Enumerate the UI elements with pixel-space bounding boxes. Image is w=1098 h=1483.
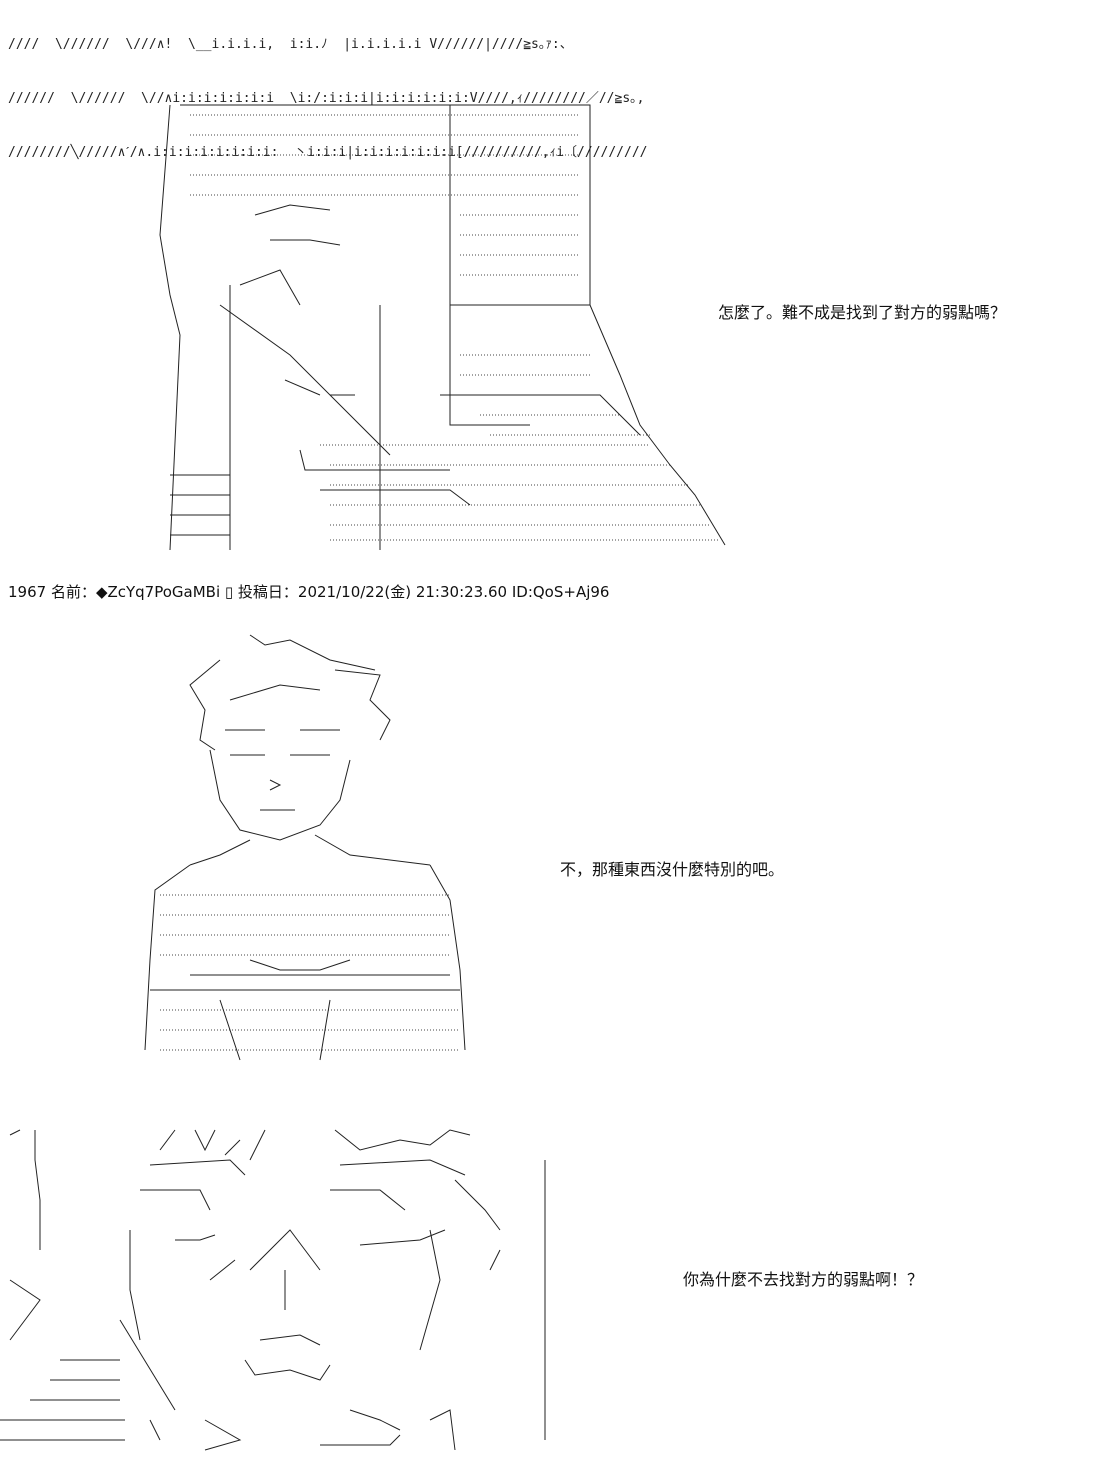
ascii-art-character-profile (150, 95, 740, 550)
ascii-art-line: ////////╲/////∧ˊ/∧.i:i:i:i:i:i:i:i: 丶i:i… (8, 145, 648, 160)
ascii-art-character-front (130, 630, 480, 1065)
post-1: 怎麼了。難不成是找到了對方的弱點嗎？ (0, 95, 1098, 555)
ascii-art-line: ////// \////// \//∧i:i:i:i:i:i:i \i:/:i:… (8, 91, 645, 106)
speech-text: 不，那種東西沒什麼特別的吧。 (560, 860, 785, 879)
ascii-art-top-fragment: //// \////// \///∧! \__i.i.i.i, i:i.ﾉ |i… (8, 0, 647, 180)
speech-text: 怎麼了。難不成是找到了對方的弱點嗎？ (718, 303, 1007, 322)
speech-text: 你為什麼不去找對方的弱點啊！？ (683, 1270, 924, 1289)
post-3: 你為什麼不去找對方的弱點啊！？ (0, 1120, 1098, 1470)
ascii-art-character-closeup (0, 1120, 570, 1465)
post-2: 不，那種東西沒什麼特別的吧。 (0, 630, 1098, 1070)
post-header: 1967 名前：◆ZcYq7PoGaMBi ▯ 投稿日：2021/10/22(金… (8, 583, 610, 601)
ascii-art-line: //// \////// \///∧! \__i.i.i.i, i:i.ﾉ |i… (8, 37, 573, 52)
